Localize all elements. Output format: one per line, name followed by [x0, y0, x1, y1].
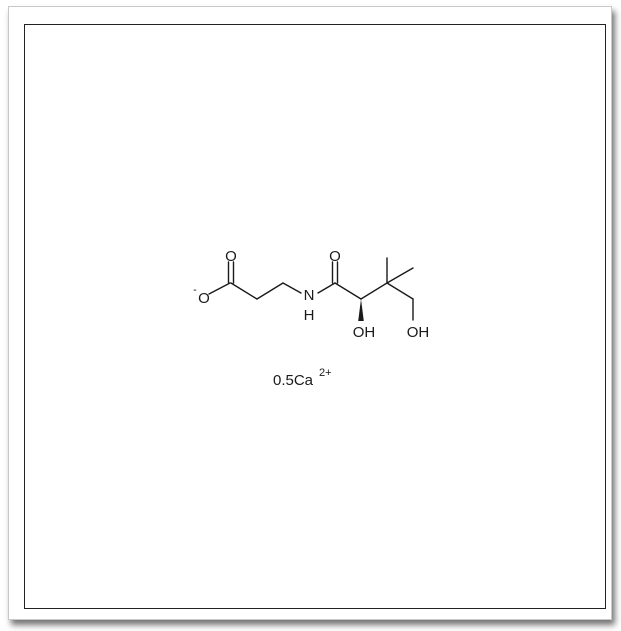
atom-labels: O - O N H O OH OH — [193, 248, 429, 341]
atom-amide-h: H — [304, 307, 315, 324]
svg-text:0.5Ca: 0.5Ca — [273, 372, 314, 389]
bonds — [208, 257, 414, 321]
atom-alpha-oh: OH — [353, 324, 376, 341]
bond-c1-c2 — [230, 282, 258, 300]
counterion-amount-symbol: 0.5Ca — [273, 372, 314, 389]
atom-carboxyl-o-minus: O — [198, 290, 210, 307]
structure-frame — [24, 24, 606, 609]
atom-terminal-oh: OH — [407, 324, 430, 341]
bond-c3-n — [282, 282, 302, 294]
atom-carboxyl-o-double: O — [225, 248, 237, 265]
atom-carboxyl-charge: - — [193, 284, 197, 296]
bond-c5-c6 — [360, 282, 388, 300]
figure-card — [8, 6, 612, 620]
counterion-charge: 2+ — [319, 367, 332, 379]
atom-amide-n: N — [304, 287, 315, 304]
atom-amide-o: O — [329, 248, 341, 265]
bond-ominus-c1 — [208, 282, 231, 295]
counterion-label: 0.5Ca 2+ — [273, 367, 332, 389]
bond-n-c4 — [317, 282, 336, 294]
bond-c6-c7 — [386, 282, 414, 300]
bond-c2-c3 — [256, 282, 284, 300]
wedge-bond-c5-oh — [358, 299, 364, 321]
bond-c6-methyl-right — [386, 267, 414, 284]
bond-c4-c5 — [334, 282, 362, 300]
